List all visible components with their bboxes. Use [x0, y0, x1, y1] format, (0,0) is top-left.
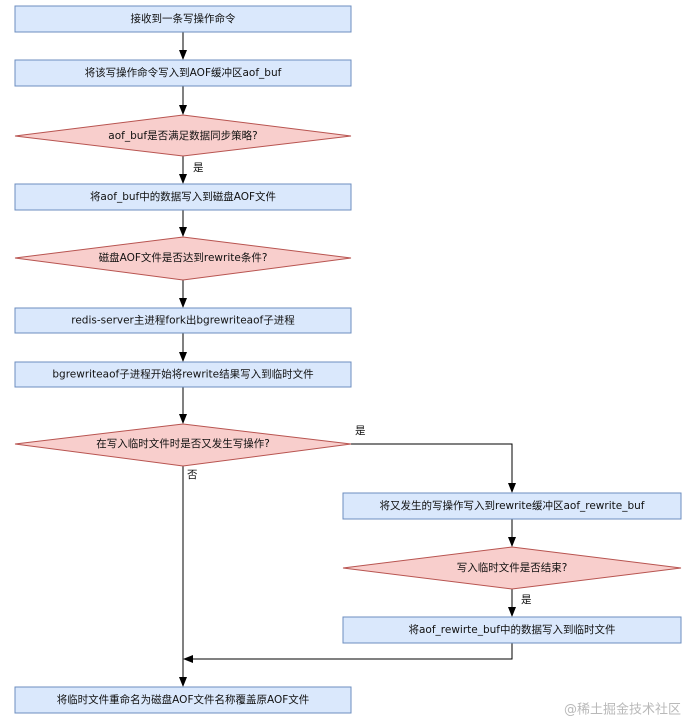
- node-rewrite-to-temp: bgrewriteaof子进程开始将rewrite结果写入到临时文件: [14, 361, 352, 388]
- decision-rewrite-condition: 磁盘AOF文件是否达到rewrite条件?: [14, 236, 352, 281]
- edge-label-d4-yes: 是: [521, 594, 532, 606]
- node-flush-rewrite-buf: 将aof_rewirte_buf中的数据写入到临时文件: [342, 616, 682, 644]
- decision-temp-write-finished-label: 写入临时文件是否结束?: [457, 561, 568, 574]
- node-write-disk-aof: 将aof_buf中的数据写入到磁盘AOF文件: [14, 183, 352, 211]
- decision-new-write-op-label: 在写入临时文件时是否又发生写操作?: [96, 437, 270, 450]
- decision-sync-policy-label: aof_buf是否满足数据同步策略?: [108, 129, 257, 142]
- edge-label-d3-yes: 是: [355, 425, 366, 437]
- decision-new-write-op: 在写入临时文件时是否又发生写操作?: [14, 423, 352, 467]
- node-flush-rewrite-buf-label: 将aof_rewirte_buf中的数据写入到临时文件: [408, 623, 615, 636]
- decision-sync-policy: aof_buf是否满足数据同步策略?: [14, 114, 352, 157]
- edge-d3-n6: [351, 443, 516, 493]
- edge-n7-merge: [183, 643, 513, 663]
- node-rewrite-to-temp-label: bgrewriteaof子进程开始将rewrite结果写入到临时文件: [52, 368, 313, 381]
- decision-temp-write-finished: 写入临时文件是否结束?: [342, 546, 682, 590]
- watermark-text: @稀土掘金技术社区: [564, 702, 681, 718]
- node-receive-command-label: 接收到一条写操作命令: [131, 12, 236, 25]
- node-write-rewrite-buf: 将又发生的写操作写入到rewrite缓冲区aof_rewrite_buf: [342, 492, 682, 520]
- edge-label-d1-yes: 是: [193, 162, 204, 174]
- node-receive-command: 接收到一条写操作命令: [14, 5, 352, 33]
- node-fork-bgrewriteaof: redis-server主进程fork出bgrewriteaof子进程: [14, 307, 352, 334]
- edge-label-d3-no: 否: [187, 469, 198, 481]
- node-write-aof-buf-label: 将该写操作命令写入到AOF缓冲区aof_buf: [85, 66, 282, 79]
- node-rename-temp-file: 将临时文件重命名为磁盘AOF文件名称覆盖原AOF文件: [14, 686, 352, 714]
- decision-rewrite-condition-label: 磁盘AOF文件是否达到rewrite条件?: [99, 251, 268, 264]
- node-write-aof-buf: 将该写操作命令写入到AOF缓冲区aof_buf: [14, 59, 352, 87]
- node-rename-temp-file-label: 将临时文件重命名为磁盘AOF文件名称覆盖原AOF文件: [57, 693, 310, 706]
- node-write-rewrite-buf-label: 将又发生的写操作写入到rewrite缓冲区aof_rewrite_buf: [380, 499, 645, 512]
- node-write-disk-aof-label: 将aof_buf中的数据写入到磁盘AOF文件: [90, 190, 276, 203]
- node-fork-bgrewriteaof-label: redis-server主进程fork出bgrewriteaof子进程: [71, 314, 295, 327]
- edges: [179, 32, 516, 687]
